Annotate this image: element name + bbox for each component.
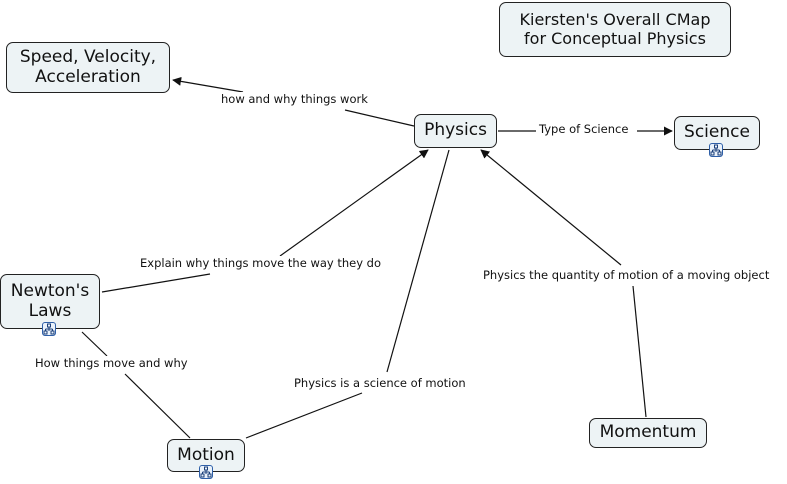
- submap-icon[interactable]: [709, 143, 723, 157]
- line-physics-to-how-label: [344, 109, 415, 127]
- map-title-node[interactable]: Kiersten's Overall CMap for Conceptual P…: [499, 2, 731, 57]
- line-newtons-to-explain-label: [101, 273, 211, 293]
- concept-speed-velocity-acceleration[interactable]: Speed, Velocity, Acceleration: [6, 42, 170, 93]
- line-explain-label-to-physics: [279, 149, 429, 257]
- submap-icon[interactable]: [42, 322, 56, 336]
- line-momentum-to-quantity-label: [632, 285, 647, 418]
- line-science-motion-label-to-physics: [386, 149, 450, 373]
- line-how-move-label-to-motion: [124, 373, 191, 439]
- concept-newtons-laws[interactable]: Newton's Laws: [0, 274, 100, 329]
- line-quantity-label-to-physics: [480, 149, 622, 266]
- concept-label: Newton's Laws: [10, 280, 90, 321]
- link-label-how-and-why-things-work[interactable]: how and why things work: [219, 92, 370, 106]
- concept-label: Speed, Velocity, Acceleration: [19, 46, 157, 87]
- concept-momentum[interactable]: Momentum: [589, 418, 707, 448]
- link-label-explain-why-things-move[interactable]: Explain why things move the way they do: [138, 256, 384, 270]
- line-how-label-to-speed: [172, 76, 244, 93]
- line-newtons-to-how-move-label: [81, 331, 108, 357]
- link-label-quantity-of-motion[interactable]: Physics the quantity of motion of a movi…: [481, 268, 772, 282]
- concept-label: Momentum: [599, 422, 697, 443]
- concept-physics[interactable]: Physics: [414, 114, 497, 148]
- concept-label: Science: [684, 122, 750, 143]
- submap-icon[interactable]: [199, 465, 213, 479]
- link-label-how-things-move-and-why[interactable]: How things move and why: [33, 356, 190, 370]
- link-label-type-of-science[interactable]: Type of Science: [537, 122, 631, 136]
- map-title: Kiersten's Overall CMap for Conceptual P…: [519, 10, 711, 48]
- line-motion-to-science-motion-label: [245, 392, 363, 439]
- concept-label: Physics: [424, 120, 487, 141]
- link-label-physics-science-of-motion[interactable]: Physics is a science of motion: [292, 376, 468, 390]
- concept-label: Motion: [177, 444, 235, 465]
